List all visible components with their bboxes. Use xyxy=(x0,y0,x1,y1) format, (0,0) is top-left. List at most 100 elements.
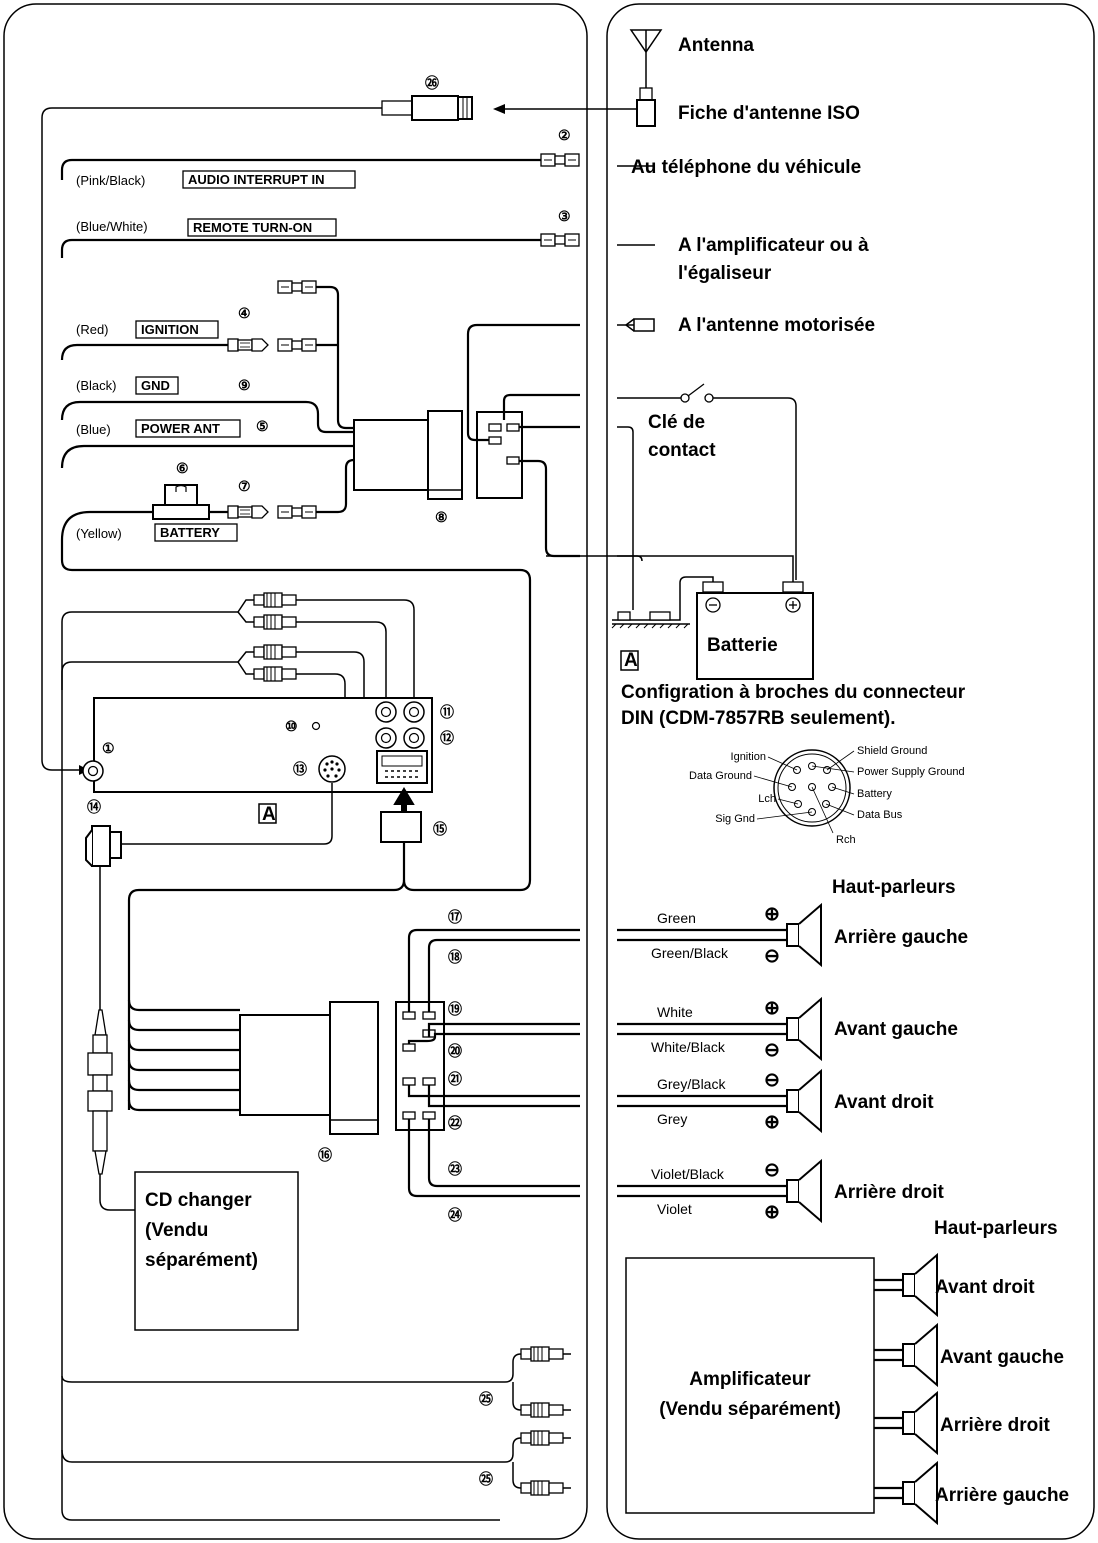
power-antenna-label: A l'antenne motorisée xyxy=(678,315,875,336)
label-25a: ㉕ xyxy=(479,1391,493,1407)
cd-changer-line1: CD changer xyxy=(145,1190,252,1211)
amp-output-2: Avant gauche xyxy=(940,1347,1064,1368)
rl-neg xyxy=(427,938,580,1012)
fl-wire-pos: White xyxy=(657,1004,693,1020)
cd-inline-connector xyxy=(87,1009,113,1175)
rl-wire-neg: Green/Black xyxy=(651,945,729,961)
antenna-arrow-head xyxy=(493,104,505,114)
fr-plus: ⊕ xyxy=(764,1112,780,1133)
label-22: ㉒ xyxy=(448,1115,462,1131)
label-15: ⑮ xyxy=(433,821,447,837)
din-pin-data-ground: Data Ground xyxy=(689,770,752,782)
antenna-label: Antenna xyxy=(678,35,754,56)
amp-line2: (Vendu séparément) xyxy=(659,1399,841,1420)
din-pin-shield-ground: Shield Ground xyxy=(857,745,927,757)
key-label-2: contact xyxy=(648,440,716,461)
wire-pink-black xyxy=(60,158,541,180)
unit-marker-box xyxy=(258,803,277,824)
fl-pos xyxy=(427,1022,580,1037)
wire-black xyxy=(60,400,354,434)
fl-name: Avant gauche xyxy=(834,1019,958,1040)
din-marker-box xyxy=(620,650,639,671)
cd-changer-line3: séparément) xyxy=(145,1250,258,1271)
fl-wire-neg: White/Black xyxy=(651,1039,726,1055)
wire-red-label: (Red) xyxy=(76,322,109,337)
left-rail xyxy=(61,700,500,1521)
cd-changer-box xyxy=(134,1171,299,1331)
remote-turn-on-box xyxy=(187,218,337,237)
cd-changer-line2: (Vendu xyxy=(145,1220,208,1241)
speaker-harness-feed xyxy=(127,879,406,1110)
label-25b: ㉕ xyxy=(479,1471,493,1487)
wire-red xyxy=(60,343,228,361)
battery-label: BATTERY xyxy=(160,525,220,540)
preout-cable-1 xyxy=(61,1353,522,1411)
battery-box xyxy=(154,523,238,542)
din-pin-ignition: Ignition xyxy=(731,751,766,763)
fr-neg xyxy=(407,1085,580,1098)
phone-label: Au téléphone du véhicule xyxy=(631,157,861,178)
rr-minus: ⊖ xyxy=(764,1160,780,1181)
wire-yellow xyxy=(60,510,228,541)
remote-turn-on-label: REMOTE TURN-ON xyxy=(193,220,312,235)
label-24: ㉔ xyxy=(448,1207,462,1223)
iso-speaker-connector xyxy=(395,1001,445,1131)
din-pin-battery: Battery xyxy=(857,788,892,800)
amp-speakers-heading: Haut-parleurs xyxy=(934,1218,1058,1239)
key-label-1: Clé de xyxy=(648,412,705,433)
rr-neg xyxy=(427,1119,580,1188)
gnd-box xyxy=(135,376,179,395)
ignition-box xyxy=(135,320,219,339)
fl-minus: ⊖ xyxy=(764,1040,780,1061)
antenna-cable xyxy=(41,107,382,771)
right-panel xyxy=(606,3,1095,1540)
rca-wire-1a xyxy=(304,599,415,704)
label-7: ⑦ xyxy=(238,478,251,494)
power-ant-iso-wire xyxy=(466,323,580,442)
iso-plug-label: Fiche d'antenne ISO xyxy=(678,103,860,124)
rl-plus: ⊕ xyxy=(764,904,780,925)
fr-pos xyxy=(427,1085,580,1108)
power-ant-label: POWER ANT xyxy=(141,421,220,436)
amp-eq-label-2: l'égaliseur xyxy=(678,263,772,284)
din-plug xyxy=(85,825,122,867)
bundle-5 xyxy=(127,1079,240,1092)
label-4: ④ xyxy=(238,305,251,321)
ignition-key-switch xyxy=(617,383,797,610)
gnd-label: GND xyxy=(141,378,170,393)
rl-wire-pos: Green xyxy=(657,910,696,926)
rl-name: Arrière gauche xyxy=(834,927,968,948)
bundle-1 xyxy=(127,999,240,1012)
main-loop-wire xyxy=(60,540,532,892)
din-pin-sig-gnd: Sig Gnd xyxy=(715,813,755,825)
label-1: ① xyxy=(102,740,115,756)
bundle-3 xyxy=(127,1039,240,1052)
bundle-2 xyxy=(127,1019,240,1032)
din-pin-power-supply-ground: Power Supply Ground xyxy=(857,766,965,778)
label-23: ㉓ xyxy=(448,1161,462,1177)
fr-wire-pos: Grey xyxy=(657,1111,687,1127)
din-marker: A xyxy=(624,650,638,671)
din-title-2: DIN (CDM-7857RB seulement). xyxy=(621,708,896,729)
rca-cable-2 xyxy=(61,661,238,700)
bundle-6 xyxy=(127,1099,240,1112)
ignition-label: IGNITION xyxy=(141,322,199,337)
power-antenna-symbol xyxy=(617,318,655,332)
din-socket xyxy=(318,755,346,783)
label-19: ⑲ xyxy=(448,1001,462,1017)
battery-harness-line xyxy=(316,458,355,514)
key-iso-wire xyxy=(502,393,580,420)
battery-text: Batterie xyxy=(707,635,778,656)
rr-wire-neg: Violet/Black xyxy=(651,1166,725,1182)
antenna-jack xyxy=(82,760,104,782)
fl-neg xyxy=(407,1032,580,1044)
rr-wire-pos: Violet xyxy=(657,1201,692,1217)
label-20: ⑳ xyxy=(448,1043,462,1059)
cd-cable-2 xyxy=(99,1174,135,1211)
rr-pos xyxy=(407,1119,580,1198)
label-9: ⑨ xyxy=(238,377,251,393)
label-11: ⑪ xyxy=(440,704,454,720)
power-ant-box xyxy=(135,419,241,438)
bundle-4 xyxy=(127,1059,240,1072)
